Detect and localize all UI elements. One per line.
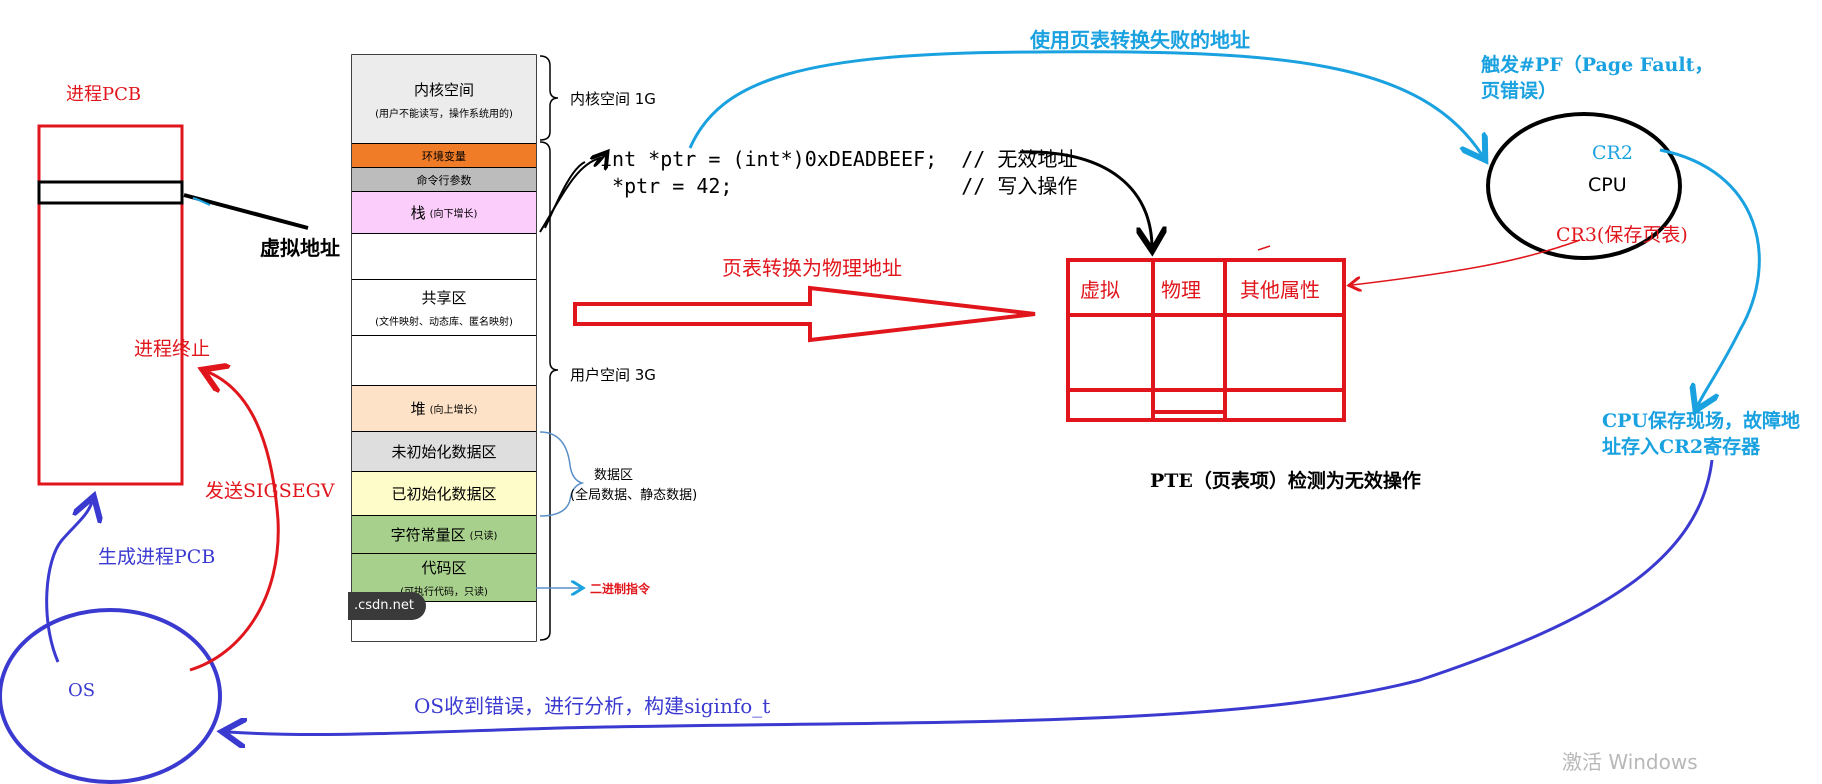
data-area-desc: (全局数据、静态数据): [570, 488, 698, 503]
memory-row-data: 已初始化数据区: [352, 472, 536, 516]
memory-row-shared: 共享区 (文件映射、动态库、匿名映射): [352, 280, 536, 336]
memory-row-label: 已初始化数据区: [391, 485, 497, 503]
memory-row-rodata: 字符常量区 (只读): [352, 516, 536, 554]
page-table-frame: [1066, 258, 1346, 422]
pte-caption: PTE（页表项）检测为无效操作: [1150, 470, 1421, 492]
user-space-label: 用户空间 3G: [570, 366, 656, 384]
code-line-1: int *ptr = (int*)0xDEADBEEF; // 无效地址: [600, 147, 1078, 171]
memory-row-label: 共享区: [421, 289, 467, 307]
windows-activation-watermark: 激活 Windows: [1562, 750, 1698, 774]
memory-row-label: 堆: [410, 400, 426, 418]
os-receive-label: OS收到错误，进行分析，构建siginfo_t: [414, 694, 771, 718]
memory-row-label: 栈: [410, 204, 426, 222]
page-table-tick: [1257, 245, 1271, 251]
memory-row-label: 未初始化数据区: [391, 443, 497, 461]
data-area-title: 数据区: [594, 468, 634, 483]
cr2-save-arc: [1659, 148, 1761, 405]
data-area-bracket: [539, 431, 585, 517]
cr2-label: CR2: [1592, 142, 1633, 164]
pcb-box: [37, 124, 184, 486]
page-fault-trigger-line-1: 触发#PF（Page Fault，: [1481, 54, 1714, 76]
os-ellipse: [0, 608, 222, 784]
memory-row-gap-top: [352, 234, 536, 280]
virtual-address-line: [183, 193, 309, 230]
os-label: OS: [68, 680, 96, 701]
memory-row-kernel: 内核空间 (用户不能读写，操作系统用的): [352, 55, 536, 144]
page-table-header-virtual: 虚拟: [1080, 278, 1120, 302]
page-table-header-attributes: 其他属性: [1240, 278, 1320, 302]
memory-row-label: 字符常量区: [390, 526, 466, 544]
translate-hollow-arrow: [573, 285, 1036, 343]
memory-row-stack: 栈 (向下增长): [352, 192, 536, 234]
user-bracket: [539, 141, 559, 641]
kernel-space-label: 内核空间 1G: [570, 90, 656, 108]
pcb-blue-tick: [192, 197, 211, 206]
page-fault-trigger-line-2: 页错误）: [1481, 80, 1558, 102]
os-return-arc: [228, 459, 1714, 735]
memory-row-label: 代码区: [421, 559, 467, 577]
pcb-title: 进程PCB: [66, 84, 142, 105]
cpu-label: CPU: [1588, 174, 1627, 196]
cpu-ellipse: [1486, 112, 1682, 260]
csdn-watermark: .csdn.net: [348, 592, 427, 620]
memory-row-sub: (可执行代码，只读): [400, 587, 488, 598]
memory-row-sub: (用户不能读写，操作系统用的): [375, 108, 513, 120]
memory-row-gap-bottom: [352, 336, 536, 386]
cr3-to-page-table-arrow: [1352, 239, 1581, 285]
virtual-address-label: 虚拟地址: [260, 236, 340, 260]
memory-row-env: 环境变量: [352, 144, 536, 168]
memory-row-label: 命令行参数: [416, 173, 472, 187]
cr3-label: CR3(保存页表): [1556, 224, 1688, 246]
create-pcb-label: 生成进程PCB: [98, 546, 216, 568]
send-sigsegv-label: 发送SIGSEGV: [205, 480, 335, 502]
binary-instructions-label: 二进制指令: [590, 582, 651, 596]
stack-to-code-scribble: [544, 161, 586, 229]
memory-row-bss: 未初始化数据区: [352, 432, 536, 472]
cpu-save-line-1: CPU保存现场，故障地: [1602, 410, 1800, 432]
memory-row-sub: (向下增长): [429, 209, 478, 220]
kernel-bracket: [539, 55, 559, 141]
memory-row-sub: (文件映射、动态库、匿名映射): [375, 317, 513, 328]
signal-red-arrow: [189, 372, 280, 672]
memory-row-label: 环境变量: [422, 149, 466, 163]
top-blue-arc: [688, 50, 1482, 155]
memory-row-heap: 堆 (向上增长): [352, 386, 536, 432]
cpu-save-line-2: 址存入CR2寄存器: [1602, 436, 1761, 458]
code-line-2: *ptr = 42; // 写入操作: [600, 174, 1078, 198]
translate-label: 页表转换为物理地址: [722, 256, 902, 280]
top-arrow-label: 使用页表转换失败的地址: [1030, 28, 1250, 52]
pcb-pointer-slot: [37, 180, 184, 205]
memory-row-args: 命令行参数: [352, 168, 536, 192]
code-to-pte-arrow: [1019, 150, 1152, 245]
page-table-header-physical: 物理: [1161, 278, 1201, 302]
memory-row-sub: (只读): [469, 531, 498, 542]
os-to-pcb-arrow: [45, 502, 92, 663]
memory-row-label: 内核空间: [413, 80, 474, 99]
memory-row-sub: (向上增长): [429, 405, 478, 416]
process-terminated-label: 进程终止: [134, 338, 211, 360]
